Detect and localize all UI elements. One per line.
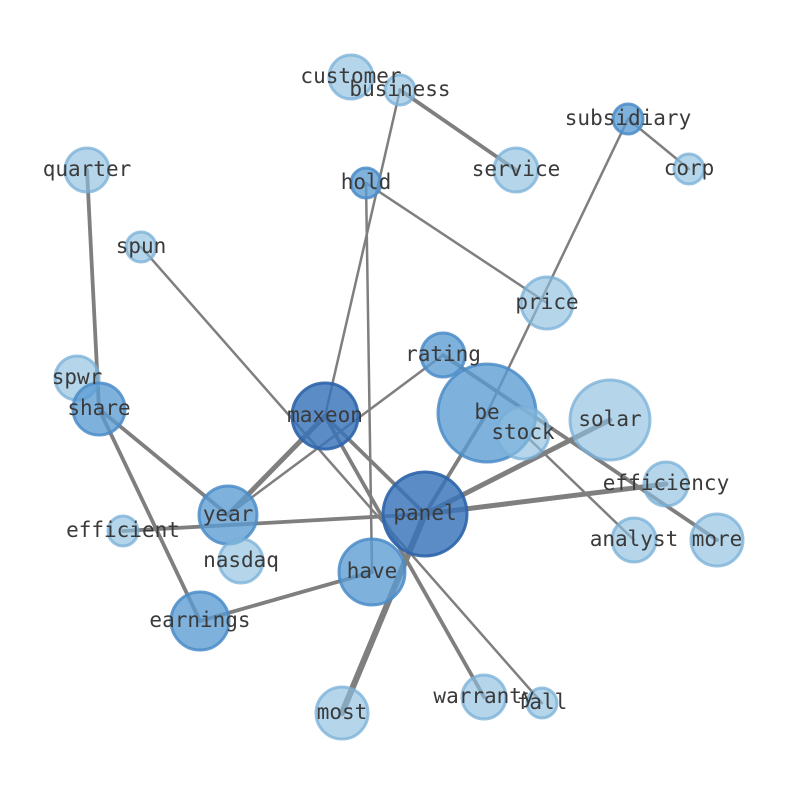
- node-panel: [381, 470, 469, 558]
- node-label-efficient: efficient: [66, 518, 180, 542]
- node-label-nasdaq: nasdaq: [203, 548, 279, 572]
- node-analyst: [610, 516, 658, 564]
- node-label-hold: hold: [341, 170, 392, 194]
- node-efficient: [106, 514, 140, 548]
- node-more: [689, 512, 745, 568]
- node-label-service: service: [472, 157, 561, 181]
- node-corp: [672, 152, 706, 186]
- edge-share-earnings: [97, 407, 202, 623]
- node-subsidiary: [611, 102, 645, 136]
- node-have: [337, 537, 407, 607]
- node-customer: [327, 53, 375, 101]
- node-label-solar: solar: [578, 407, 641, 431]
- node-earnings: [169, 590, 231, 652]
- node-label-stock: stock: [491, 420, 555, 444]
- node-efficiency: [642, 460, 690, 508]
- node-label-fall: fall: [517, 690, 568, 714]
- node-label-customer: customer: [300, 64, 401, 88]
- node-label-rating: rating: [405, 342, 481, 366]
- node-maxeon: [290, 381, 360, 451]
- node-label-share: share: [67, 396, 130, 420]
- node-label-spun: spun: [116, 234, 167, 258]
- node-fall: [525, 686, 559, 720]
- node-quarter: [63, 146, 111, 194]
- node-business: [383, 73, 417, 107]
- node-warranty: [460, 673, 508, 721]
- node-label-panel: panel: [393, 501, 456, 525]
- node-label-more: more: [692, 527, 743, 551]
- node-label-quarter: quarter: [43, 157, 132, 181]
- node-service: [492, 146, 540, 194]
- edge-hold-have: [364, 181, 374, 574]
- edge-subsidiary-be: [485, 117, 630, 415]
- node-label-spwr: spwr: [52, 365, 103, 389]
- edge-spun-fall: [139, 245, 544, 705]
- node-price: [519, 275, 575, 331]
- node-label-year: year: [203, 502, 254, 526]
- node-label-most: most: [317, 700, 368, 724]
- node-label-earnings: earnings: [149, 608, 250, 632]
- node-label-efficiency: efficiency: [603, 471, 729, 495]
- node-hold: [349, 166, 383, 200]
- node-label-have: have: [347, 559, 398, 583]
- node-label-price: price: [515, 290, 578, 314]
- node-solar: [568, 378, 652, 462]
- node-label-be: be: [474, 400, 499, 424]
- node-label-warranty: warranty: [433, 684, 534, 708]
- node-spun: [124, 230, 158, 264]
- node-share: [71, 381, 127, 437]
- node-label-maxeon: maxeon: [287, 403, 363, 427]
- node-label-analyst: analyst: [590, 527, 679, 551]
- edge-business-maxeon: [323, 88, 402, 418]
- node-label-business: business: [349, 77, 450, 101]
- edge-efficient-panel: [121, 512, 427, 533]
- node-label-corp: corp: [664, 156, 715, 180]
- node-most: [314, 685, 370, 741]
- edge-hold-price: [364, 181, 549, 305]
- node-label-subsidiary: subsidiary: [565, 106, 691, 130]
- node-stock: [495, 405, 551, 461]
- node-nasdaq: [217, 537, 265, 585]
- nodes-layer: [53, 53, 745, 741]
- node-rating: [419, 331, 467, 379]
